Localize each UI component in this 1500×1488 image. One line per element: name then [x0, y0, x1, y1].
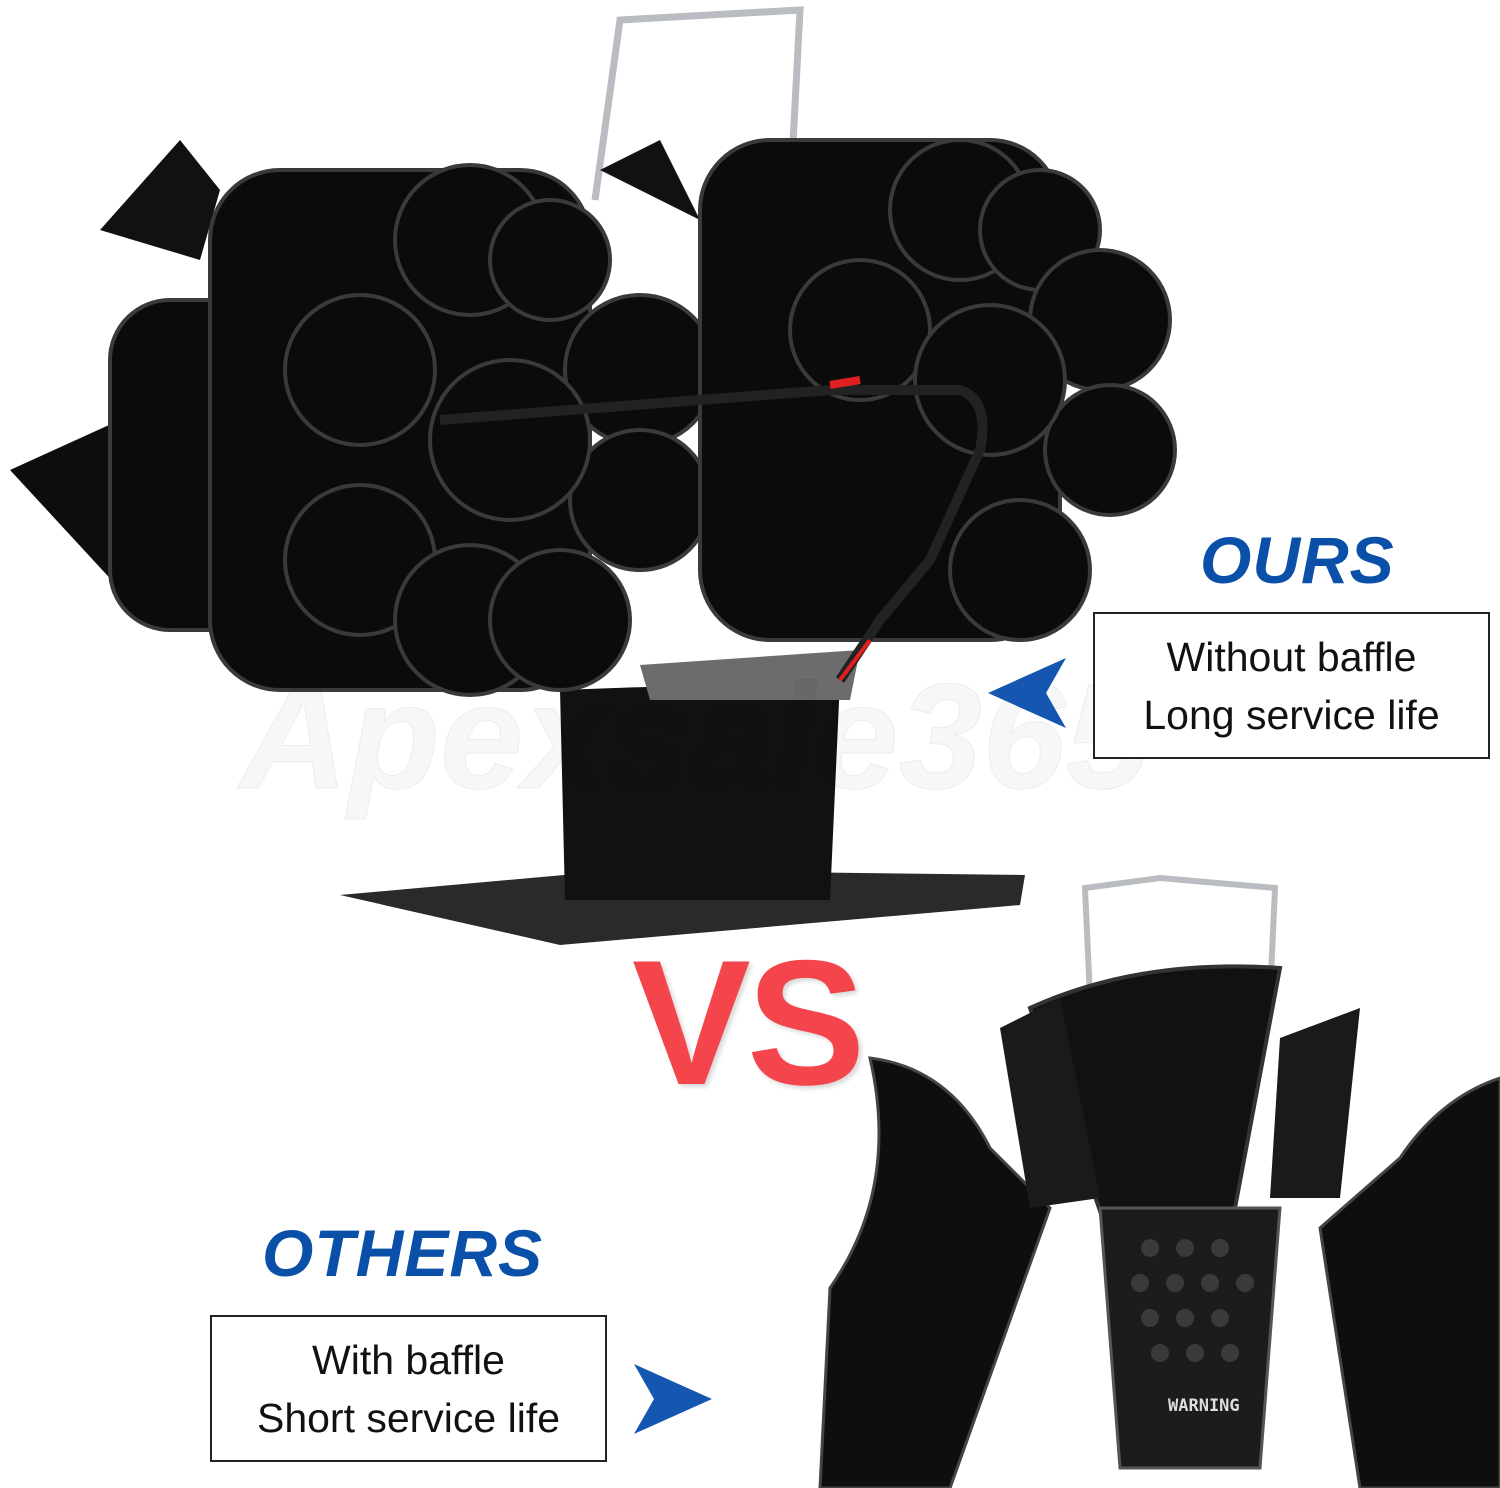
- ours-line-1: Without baffle: [1166, 633, 1417, 680]
- others-line-2: Short service life: [256, 1394, 561, 1441]
- others-stove-fan-image: [818, 874, 1500, 1488]
- others-line-1: With baffle: [312, 1336, 505, 1383]
- ours-heading: OURS: [1200, 523, 1395, 597]
- arrow-right-icon: [634, 1364, 712, 1434]
- ours-line-2: Long service life: [1143, 691, 1440, 738]
- watermark: Apexsale365: [239, 652, 1150, 821]
- arrow-left-icon: [988, 658, 1066, 728]
- ours-stove-fan-image: [10, 6, 1177, 945]
- others-description-box: With baffle Short service life: [210, 1315, 607, 1462]
- others-heading: OTHERS: [262, 1216, 544, 1290]
- warning-label: WARNING: [1168, 1396, 1240, 1416]
- versus-label: VS: [632, 923, 865, 1122]
- ours-description-box: Without baffle Long service life: [1093, 612, 1490, 759]
